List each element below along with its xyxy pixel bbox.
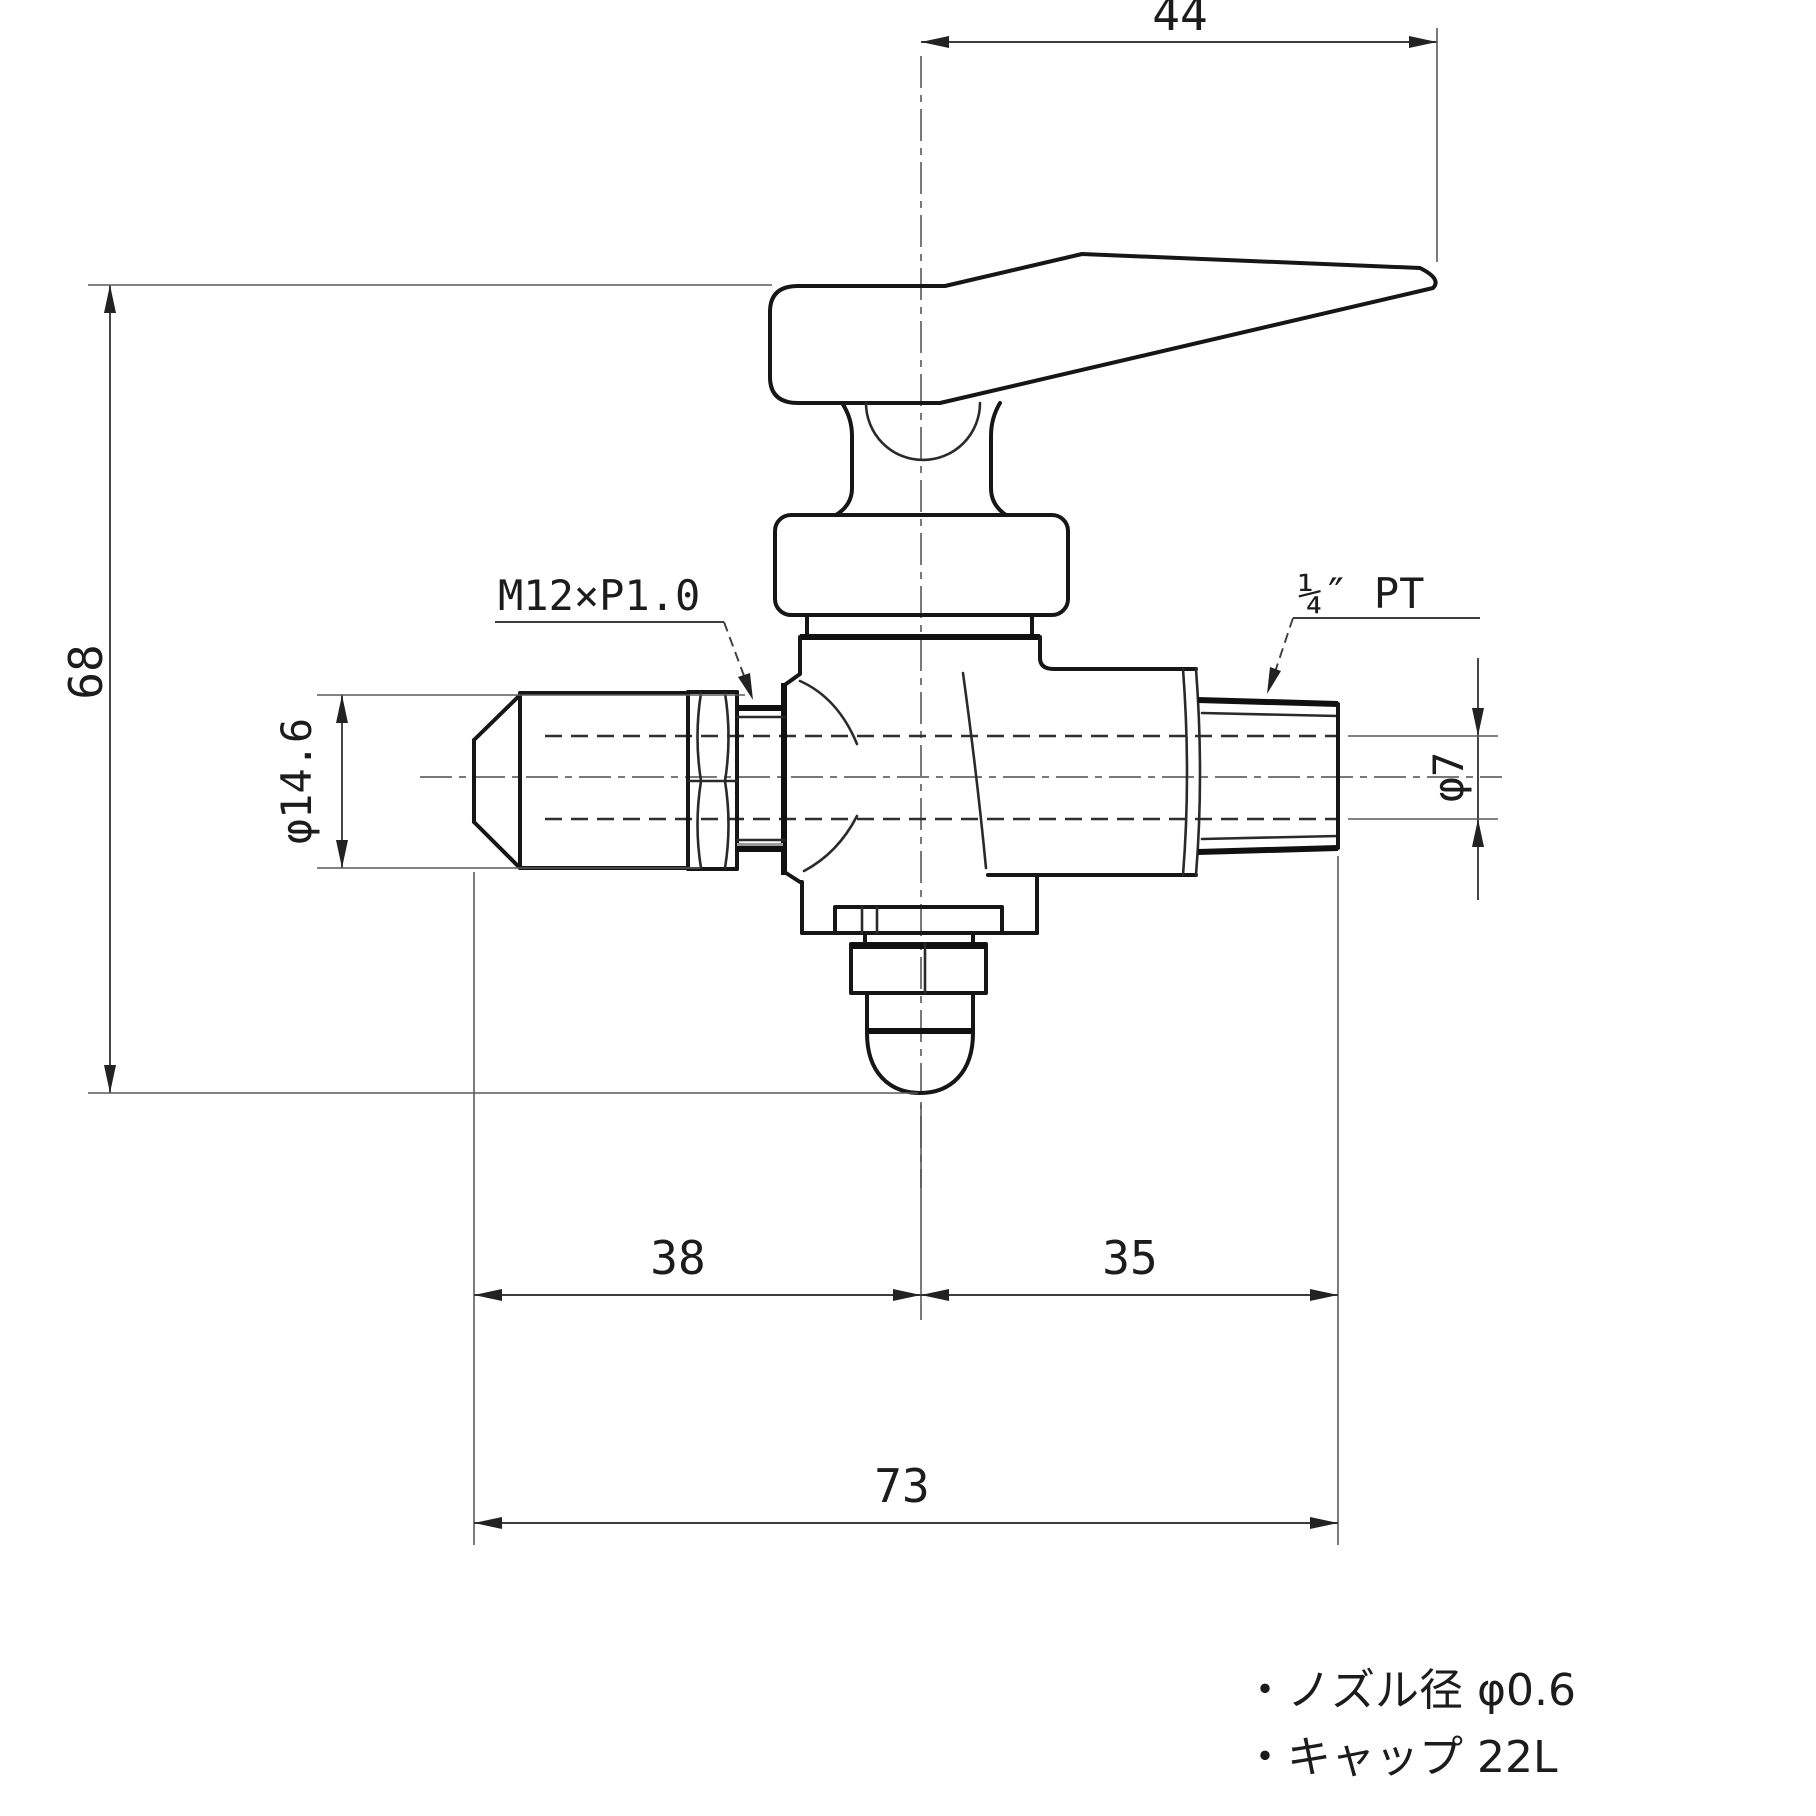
pt-thread-top-root	[1200, 711, 1340, 718]
notes-block: ・ノズル径 φ0.6 ・キャップ 22L	[1243, 1665, 1576, 1783]
right-thread-label: ¼″ PT	[1298, 569, 1424, 618]
right-thread-callout: ¼″ PT	[1267, 569, 1480, 694]
valve-body	[781, 634, 1056, 935]
dim-phi7-bottom-arrow	[1472, 819, 1484, 847]
dim-44-right-arrow	[1409, 36, 1437, 48]
dimension-phi14-6: φ14.6	[272, 694, 745, 869]
dim-phi7-value: φ7	[1424, 752, 1473, 803]
left-thread-callout: M12×P1.0	[495, 571, 753, 700]
body-upper-left-side	[784, 635, 802, 686]
note-cap-size: ・キャップ 22L	[1243, 1732, 1558, 1783]
boss-end-chamfer-outer	[1181, 667, 1189, 877]
bottom-nozzle	[833, 905, 1004, 1095]
dimension-44: 44	[921, 0, 1438, 262]
boss-end-chamfer-inner	[1194, 667, 1202, 877]
valve-stem	[834, 401, 1008, 517]
dim-68-bottom-arrow	[104, 1065, 116, 1093]
dim-35-left-arrow	[921, 1289, 949, 1301]
left-thread-label: M12×P1.0	[498, 571, 700, 620]
stem-right-side	[989, 401, 1008, 517]
dimension-phi7: φ7	[1348, 658, 1498, 900]
hex-facet-right-arc	[723, 691, 730, 870]
right-port	[986, 667, 1340, 877]
left-thread-leader	[723, 621, 751, 693]
body-upper-right-fillet	[1038, 635, 1056, 671]
pt-thread-top-crest	[1197, 697, 1339, 707]
dim-phi14-bottom-arrow	[336, 840, 348, 868]
dim-44-value: 44	[1152, 0, 1207, 41]
ball-seat-lower-arc	[802, 814, 859, 873]
cone-top-taper	[472, 693, 522, 742]
dimension-73: 73	[474, 1459, 1338, 1529]
note-nozzle-diameter: ・ノズル径 φ0.6	[1243, 1665, 1576, 1716]
pt-thread-bottom-root	[1200, 834, 1340, 841]
left-port	[472, 690, 786, 871]
nozzle-flange	[833, 905, 1004, 935]
dim-73-right-arrow	[1310, 1517, 1338, 1529]
cone-bottom-taper	[472, 820, 522, 870]
dim-35-value: 35	[1102, 1231, 1157, 1285]
nozzle-dome-tip	[865, 1031, 975, 1095]
centerlines	[420, 56, 1502, 1188]
cap-hex-block	[849, 942, 988, 995]
bonnet-block	[773, 513, 1070, 617]
valve-handle	[768, 252, 1438, 462]
dim-73-value: 73	[874, 1459, 929, 1513]
ball-seat-upper-arc	[798, 679, 859, 746]
dim-68-value: 68	[59, 644, 113, 699]
right-thread-leader-arrow	[1267, 667, 1281, 694]
pt-thread-bottom-crest	[1197, 845, 1339, 855]
dimension-68: 68	[59, 284, 918, 1094]
dim-38-left-arrow	[474, 1289, 502, 1301]
dim-38-right-arrow	[893, 1289, 921, 1301]
hex-facet-left-arc	[696, 691, 703, 870]
stem-left-side	[834, 401, 854, 517]
hidden-bore-lines	[545, 734, 1338, 821]
dim-44-left-arrow	[921, 36, 949, 48]
handle-silhouette	[768, 252, 1438, 405]
dim-phi7-top-arrow	[1472, 708, 1484, 736]
dim-phi14-value: φ14.6	[272, 718, 321, 844]
dim-38-value: 38	[650, 1231, 705, 1285]
body-joint-slant-line	[961, 671, 988, 870]
dim-68-top-arrow	[104, 285, 116, 313]
handle-dome-arc	[864, 401, 982, 462]
dimension-38-35: 38 35	[473, 856, 1339, 1545]
dim-35-right-arrow	[1310, 1289, 1338, 1301]
left-thread-leader-arrow	[738, 673, 753, 700]
dim-phi14-top-arrow	[336, 695, 348, 723]
dim-73-left-arrow	[474, 1517, 502, 1529]
right-thread-leader	[1269, 617, 1294, 688]
valve-bonnet	[773, 513, 1070, 639]
body-lower-left-side	[784, 871, 804, 935]
